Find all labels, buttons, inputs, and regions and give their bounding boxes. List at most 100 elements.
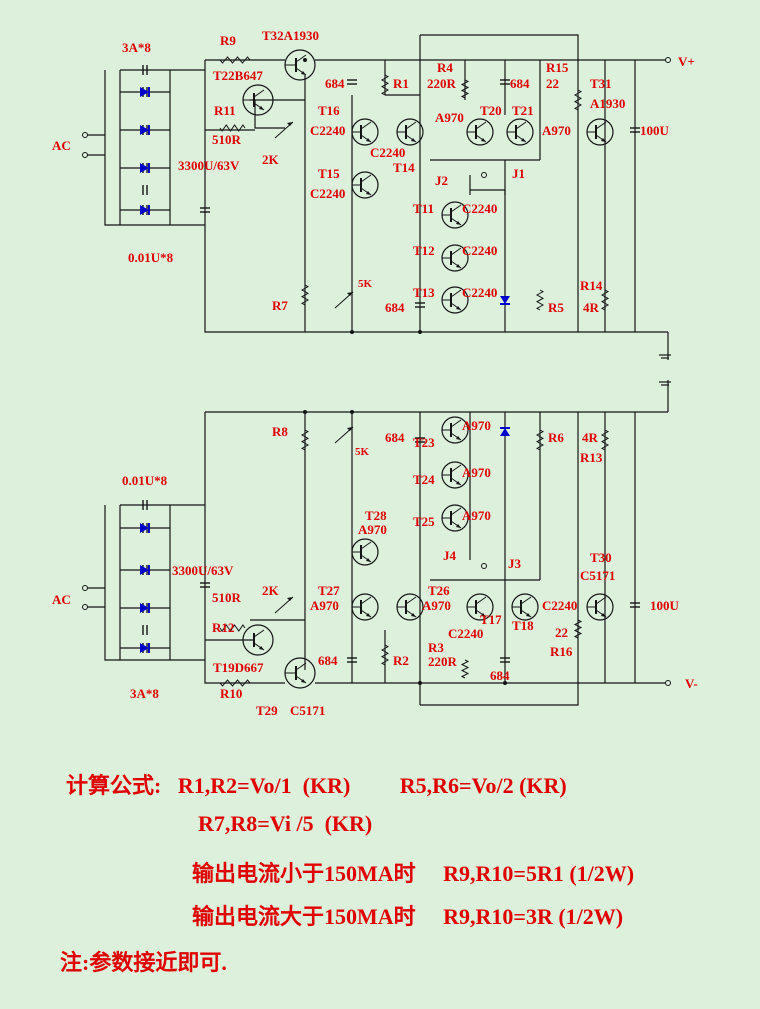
transistor-symbol <box>511 593 539 621</box>
resistor-symbol <box>219 56 251 64</box>
label-t14: T14 <box>393 160 415 175</box>
transistor-symbol <box>506 118 534 146</box>
label-c2240-t14: C2240 <box>370 145 405 160</box>
formula-line-1: 计算公式: R1,R2=Vo/1 (KR) R5,R6=Vo/2 (KR) <box>66 773 567 798</box>
label-c684-a: 684 <box>325 76 345 91</box>
label-c100-top: 100U <box>640 123 670 138</box>
terminal <box>82 132 88 138</box>
label-vplus: V+ <box>678 54 695 69</box>
wire <box>204 412 285 684</box>
label-t32: T32A1930 <box>262 28 319 43</box>
label-t30: T30 <box>590 550 612 565</box>
transistor-symbol <box>284 657 316 689</box>
label-fuse-top: 3A*8 <box>122 40 151 55</box>
wire <box>204 60 668 333</box>
resistor-symbol <box>573 619 583 639</box>
capacitor-symbol <box>630 602 640 608</box>
ground-symbol <box>659 381 671 386</box>
resistor-symbol <box>460 659 470 679</box>
label-t17: T17 <box>480 612 502 627</box>
transistor-symbol <box>466 118 494 146</box>
label-bulk-bot: 3300U/63V <box>172 563 234 578</box>
label-c2240-t18: C2240 <box>542 598 577 613</box>
label-t31v: A1930 <box>590 96 625 111</box>
capacitor-symbol <box>415 302 425 308</box>
label-pot5k-bot: 5K <box>355 446 370 458</box>
diode-symbol <box>140 125 150 135</box>
resistor-symbol <box>219 124 246 132</box>
label-c684-e: 684 <box>318 653 338 668</box>
capacitor-symbol <box>630 127 640 133</box>
label-t11v: C2240 <box>462 201 497 216</box>
label-ac-bot: AC <box>52 592 71 607</box>
potentiometer-symbol <box>274 596 294 614</box>
transistor-symbol <box>242 84 274 116</box>
capacitor-symbol <box>347 79 357 85</box>
label-r13v: 4R <box>582 430 599 445</box>
diode-symbol <box>500 296 510 305</box>
label-r5: R5 <box>548 300 564 315</box>
transistor-symbol <box>441 286 469 314</box>
label-vminus: V- <box>685 676 698 691</box>
label-c100-bot: 100U <box>650 598 680 613</box>
label-t21: T21 <box>512 103 534 118</box>
wire <box>420 683 579 706</box>
label-bulk-top: 3300U/63V <box>178 158 240 173</box>
label-r14v: 4R <box>583 300 600 315</box>
label-t23: T23 <box>413 435 435 450</box>
resistor-symbol <box>600 429 610 451</box>
label-r13: R13 <box>580 450 603 465</box>
label-fuse-bot: 3A*8 <box>130 686 159 701</box>
label-r3v: 220R <box>428 654 458 669</box>
label-r4: R4 <box>437 60 453 75</box>
junction-dot <box>350 330 354 334</box>
capacitor-symbol <box>500 79 510 85</box>
diode-symbol <box>140 163 150 173</box>
label-a970-t24: A970 <box>462 465 491 480</box>
label-pot-bot: 2K <box>262 583 280 598</box>
label-a970-t27: A970 <box>310 598 339 613</box>
transistor-symbol <box>351 538 379 566</box>
wire <box>104 505 205 661</box>
label-ac-top: AC <box>52 138 71 153</box>
label-r16v: 22 <box>555 625 568 640</box>
label-t27: T27 <box>318 583 340 598</box>
label-t18: T18 <box>512 618 534 633</box>
label-c684-f: 684 <box>490 668 510 683</box>
capacitor-symbol <box>415 437 425 443</box>
transistor-symbol <box>441 416 469 444</box>
label-c2240-t17: C2240 <box>448 626 483 641</box>
label-pot5k-top: 5K <box>358 278 373 290</box>
label-t29: T29 <box>256 703 278 718</box>
label-t11: T11 <box>413 201 434 216</box>
capacitor-symbol <box>142 500 148 510</box>
label-t13: T13 <box>413 285 435 300</box>
resistor-symbol <box>300 429 310 451</box>
terminal <box>481 563 487 569</box>
label-t28: T28 <box>365 508 387 523</box>
formula-line-5: 注:参数接近即可. <box>60 950 227 975</box>
label-t12v: C2240 <box>462 243 497 258</box>
label-c684-d: 684 <box>385 430 405 445</box>
label-a970-t21: A970 <box>542 123 571 138</box>
potentiometer-symbol <box>334 291 354 309</box>
label-j3: J3 <box>508 556 522 571</box>
label-r1: R1 <box>393 76 409 91</box>
wire <box>420 34 579 60</box>
label-r12v: 510R <box>212 590 242 605</box>
resistor-symbol <box>380 74 390 96</box>
label-t12: T12 <box>413 243 435 258</box>
label-j2: J2 <box>435 173 448 188</box>
label-cap-bot: 0.01U*8 <box>122 473 168 488</box>
label-r10: R10 <box>220 686 242 701</box>
label-t22: T22B647 <box>213 68 263 83</box>
label-a970-t25: A970 <box>462 508 491 523</box>
label-t26: T26 <box>428 583 450 598</box>
terminal <box>665 680 671 686</box>
transistor-symbol <box>441 201 469 229</box>
transistor-symbol <box>466 593 494 621</box>
label-r7: R7 <box>272 298 288 313</box>
label-a970-t26: A970 <box>422 598 451 613</box>
label-r2: R2 <box>393 653 409 668</box>
